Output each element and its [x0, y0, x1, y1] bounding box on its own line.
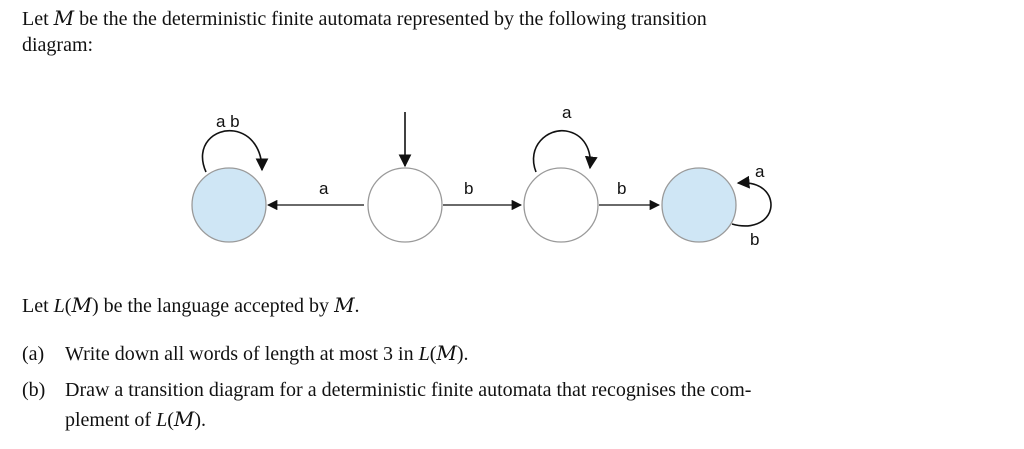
part-b-text-2: plement of	[65, 409, 157, 431]
state-q1	[367, 167, 443, 243]
paren-left: (	[429, 343, 437, 365]
symbol-M: M	[71, 293, 92, 317]
loop-q3	[731, 175, 772, 227]
language-text-b: be the language accepted by	[98, 295, 335, 317]
part-a-label: (a)	[22, 343, 45, 365]
label-loop-q3-a: a	[755, 162, 765, 181]
part-a: (a) Write down all words of length at mos…	[22, 341, 469, 366]
label-q1-q0: a	[319, 179, 329, 198]
state-q3	[661, 167, 737, 243]
part-b-text-1: Draw a transition diagram for a determin…	[65, 379, 752, 401]
part-b-line-1: (b) Draw a transition diagram for a deter…	[22, 379, 751, 402]
symbol-M: M	[53, 6, 75, 30]
part-a-text: Write down all words of length at most 3…	[65, 343, 419, 365]
label-loop-q3-b: b	[750, 230, 759, 249]
language-text-a: Let	[22, 295, 54, 317]
paren-right: )	[91, 295, 99, 317]
part-b-label: (b)	[22, 379, 46, 401]
paren-left: (	[167, 409, 174, 431]
intro-line-2: diagram:	[22, 34, 94, 56]
symbol-L: L	[418, 343, 430, 365]
intro-text-b: be the the deterministic finite automata…	[74, 8, 707, 30]
part-b-end: ).	[194, 409, 207, 431]
intro-line-1: Let M be the the deterministic finite au…	[22, 6, 707, 31]
label-q2-q3: b	[617, 179, 626, 198]
label-q1-q2: b	[464, 179, 473, 198]
part-b-line-2: plement of L(M).	[65, 407, 206, 432]
intro-text-a: Let	[22, 8, 54, 30]
symbol-M: M	[173, 407, 195, 431]
part-a-end: ).	[456, 343, 469, 365]
period: .	[354, 295, 360, 317]
symbol-M: M	[334, 293, 355, 317]
state-q2	[523, 167, 599, 243]
loop-q0	[201, 129, 269, 173]
label-loop-q0: a b	[216, 112, 240, 131]
symbol-M: M	[436, 341, 457, 365]
symbol-L: L	[156, 409, 168, 431]
state-q0	[191, 167, 267, 243]
label-loop-q2: a	[562, 103, 572, 122]
loop-q2	[532, 129, 598, 173]
paren-left: (	[64, 295, 72, 317]
symbol-L: L	[53, 295, 65, 317]
language-definition: Let L(M) be the language accepted by M.	[22, 293, 360, 318]
